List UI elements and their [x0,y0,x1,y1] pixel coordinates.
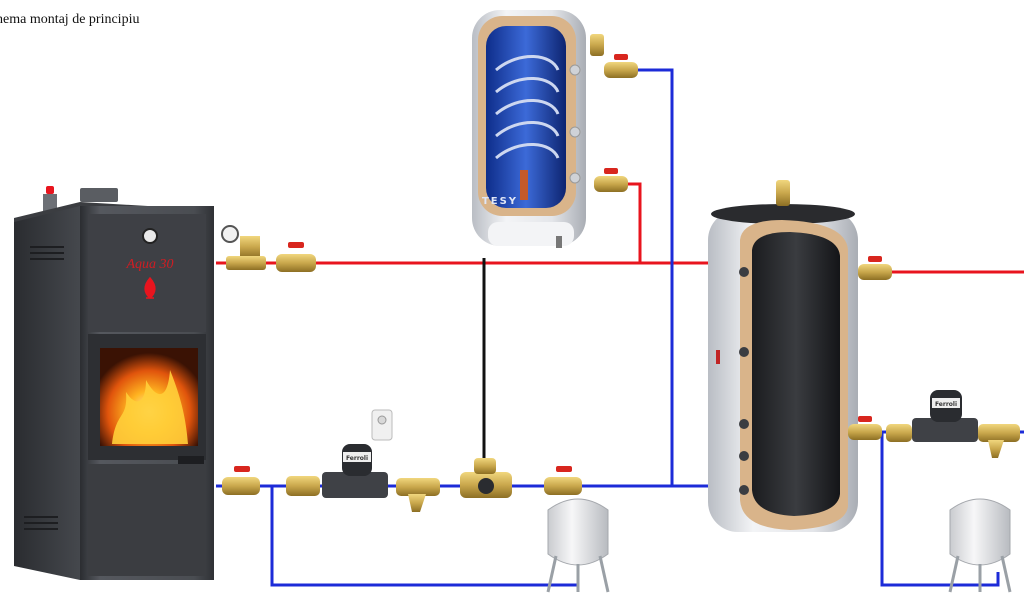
ball-valve-tank-hot [858,256,892,280]
ball-valve-boiler-bottom [594,168,628,192]
hot-pipe-to-boiler-lower [626,182,642,263]
check-valve-right [886,424,912,442]
cold-pipe-from-boiler-upper [632,68,674,486]
stove-model-label: Aqua 30 [125,257,173,272]
check-valve-left [286,476,320,496]
pipework [216,68,1024,587]
ball-valve-cold-stove [222,466,260,495]
ball-valve-hot-stove [276,242,316,272]
water-heater: TESY [472,10,586,248]
stove-chimney-collar [80,188,118,202]
stove-left-side [14,206,80,580]
pressure-gauge [221,225,239,243]
water-heater-coil [495,55,560,160]
circulation-pump-left: Ferroli [322,444,388,498]
stove-ash-door [88,464,206,576]
ball-valve-boiler-top [604,54,638,78]
ball-valve-cold-mid [544,466,582,495]
page-title: hema montaj de principiu [0,12,140,27]
stove-indicator-lamp [46,186,54,194]
air-vent-boiler [590,34,604,56]
flame-logo [144,276,156,299]
y-strainer-right [978,424,1020,458]
three-way-mixing-valve [460,458,512,498]
cold-bypass-loop-left [270,486,580,587]
stove-boiler: Aqua 30 [14,186,214,580]
svg-text:Ferroli: Ferroli [935,401,957,408]
expansion-vessel-right [948,498,1012,593]
storage-tank [708,204,858,532]
pipe-thermostat [371,409,393,441]
stove-thermometer [142,228,158,244]
expansion-vessel-left [546,498,610,593]
safety-group [221,225,266,270]
svg-text:Ferroli: Ferroli [346,455,368,462]
ball-valve-tank-cold [848,416,882,440]
air-vent-tank [776,180,790,206]
cold-bypass-loop-right [880,432,1000,587]
circulation-pump-right: Ferroli [912,390,978,442]
heating-element [520,170,528,200]
water-heater-brand: TESY [482,196,518,207]
y-strainer-left [396,478,440,512]
water-heater-inner-tank [486,26,566,208]
storage-tank-coil [762,347,830,473]
